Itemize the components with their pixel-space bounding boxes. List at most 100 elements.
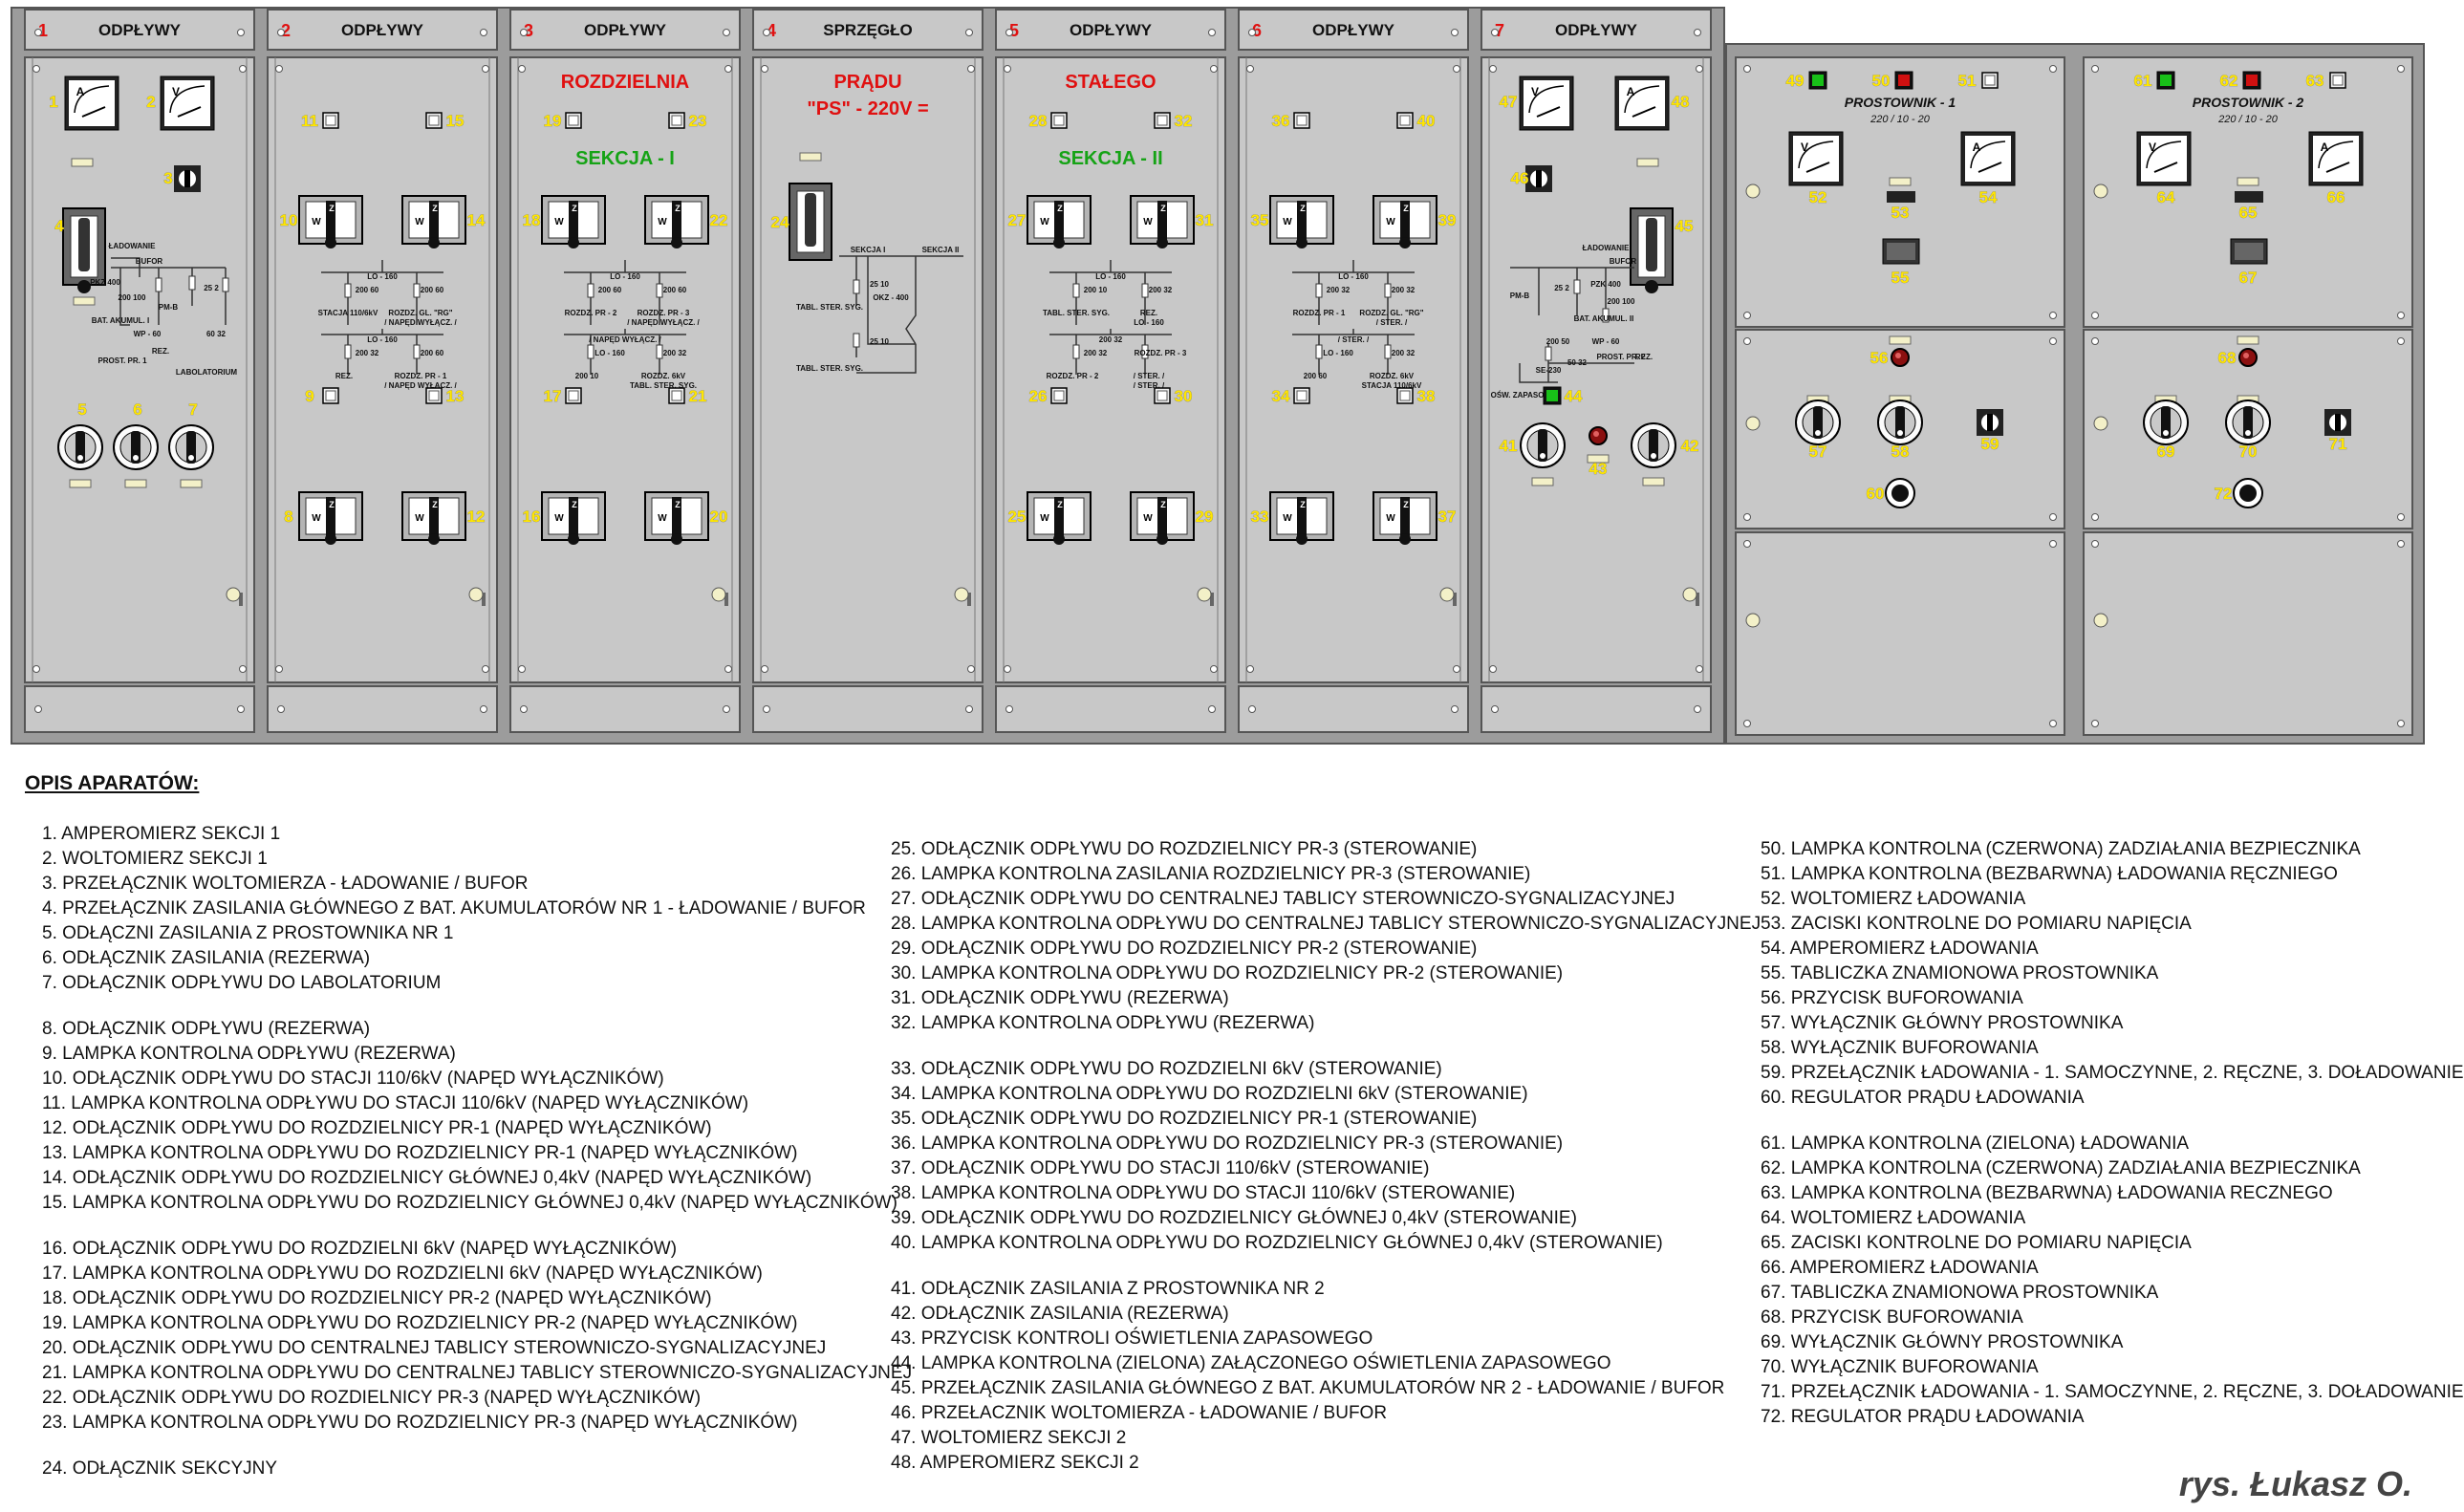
switch-knob: [1296, 533, 1308, 545]
panel-header-title: ODPŁYWY: [1070, 21, 1153, 39]
rotary-handle: [2243, 406, 2253, 439]
device-number: 21: [689, 387, 707, 405]
legend-spacer: [1761, 1111, 2464, 1132]
knob-cap: [1891, 485, 1909, 502]
device-number: 50: [1872, 72, 1891, 90]
meter-scale: [2318, 140, 2354, 169]
lamp-lens: [1053, 115, 1065, 126]
button-shine: [1895, 353, 1901, 358]
switch-knob: [1399, 237, 1411, 248]
legend-item: 68. PRZYCISK BUFOROWANIA: [1761, 1307, 2023, 1328]
screw: [724, 65, 732, 73]
screw: [2397, 337, 2405, 345]
switch-z-mark: Z: [1160, 204, 1166, 213]
legend-item: 3. PRZEŁĄCZNIK WOLTOMIERZA - ŁADOWANIE /…: [42, 874, 529, 894]
schematic-wire: [111, 257, 140, 277]
rotary-dot: [188, 455, 194, 461]
door-lock: [711, 587, 726, 602]
legend-column-2: 25. ODŁĄCZNIK ODPŁYWU DO ROZDZIELNICY PR…: [891, 837, 1761, 1476]
switch-handle: [1297, 201, 1307, 241]
schematic-label: ROZDZ. 6kV: [641, 372, 686, 380]
schematic-label: PM-B: [1510, 292, 1530, 300]
panel-header-title: ODPŁYWY: [1555, 21, 1638, 39]
legend-item: 40. LAMPKA KONTROLNA ODPŁYWU DO ROZDZIEL…: [891, 1233, 1663, 1253]
screw: [763, 705, 770, 713]
switch-knob: [1053, 533, 1065, 545]
schematic-label: WP - 60: [134, 330, 162, 338]
legend-item: 29. ODŁĄCZNIK ODPŁYWU DO ROZDZIELNICY PR…: [891, 939, 1478, 959]
legend-item: 69. WYŁĄCZNIK GŁÓWNY PROSTOWNIKA: [1761, 1332, 2124, 1352]
schematic-label: ŁADOWANIE: [109, 242, 157, 250]
test-terminals: [1887, 191, 1915, 203]
legend-item: 70. WYŁĄCZNIK BUFOROWANIA: [1761, 1357, 2039, 1377]
schematic-label: / NAPĘD WYŁĄCZ. /: [384, 318, 457, 327]
lamp-lens: [1984, 75, 1996, 86]
switch-handle: [569, 497, 578, 537]
schematic-label: LABOLATORIUM: [176, 368, 237, 377]
device-number: 9: [305, 387, 313, 405]
panel-header-title: ODPŁYWY: [341, 21, 424, 39]
schematic-label: 200 100: [1608, 297, 1635, 306]
panel-header: [24, 9, 255, 51]
rotary-handle: [1538, 429, 1547, 462]
panel-door: [1481, 56, 1712, 683]
device-number: 42: [1681, 437, 1699, 455]
switch-z-mark: Z: [675, 500, 681, 509]
schematic-fuse: [1315, 344, 1323, 359]
schematic-label: 200 32: [1392, 286, 1416, 294]
legend-item: 21. LAMPKA KONTROLNA ODPŁYWU DO CENTRALN…: [42, 1363, 913, 1383]
legend-item: 4. PRZEŁĄCZNIK ZASILANIA GŁÓWNEGO Z BAT.…: [42, 898, 866, 918]
switch-z-mark: Z: [432, 204, 438, 213]
screw: [1694, 705, 1701, 713]
device-number: 2: [146, 93, 155, 111]
legend-item: 41. ODŁĄCZNIK ZASILANIA Z PROSTOWNIKA NR…: [891, 1279, 1325, 1299]
changeover-handle: [1646, 218, 1657, 271]
screw: [2397, 540, 2405, 548]
screw: [518, 65, 526, 73]
device-number: 46: [1511, 169, 1529, 187]
screw: [520, 705, 528, 713]
legend-item: 46. PRZEŁACZNIK WOLTOMIERZA - ŁADOWANIE …: [891, 1403, 1388, 1423]
switch-handle: [326, 497, 335, 537]
schematic-label: ROZDZ. GL. "RG": [1359, 309, 1423, 317]
lamp-lens: [1546, 390, 1558, 401]
schematic-fuse: [1141, 344, 1149, 359]
device-number: 26: [1029, 387, 1048, 405]
legend-item: 38. LAMPKA KONTROLNA ODPŁYWU DO STACJI 1…: [891, 1183, 1516, 1203]
switch-z-mark: Z: [572, 204, 577, 213]
schematic-fuse: [344, 283, 352, 298]
schematic-label: ROZDZ. PR - 3: [638, 309, 690, 317]
schematic-label: OKZ - 400: [873, 293, 909, 302]
schematic-label: STACJA 110/6kV: [318, 309, 378, 317]
device-number: 31: [1196, 211, 1214, 229]
changeover-handle: [805, 193, 816, 247]
schematic-label: 200 10: [575, 372, 599, 380]
meter-needle: [1805, 162, 1830, 173]
label-plate: [1642, 477, 1665, 486]
device-number: 66: [2327, 188, 2345, 206]
panel-door: [995, 56, 1226, 683]
schematic-label: LO - 160: [367, 335, 398, 344]
schematic-fuse: [413, 283, 421, 298]
legend-item: 72. REGULATOR PRĄDU ŁADOWANIA: [1761, 1407, 2085, 1427]
device-number: 4: [54, 217, 64, 235]
device-number: 63: [2306, 72, 2324, 90]
switch-knob: [1399, 533, 1411, 545]
lamp-lens: [568, 390, 579, 401]
panel-door: [267, 56, 498, 683]
screw: [1453, 665, 1460, 673]
legend-item: 1. AMPEROMIERZ SEKCJI 1: [42, 824, 281, 844]
legend-item: 14. ODŁĄCZNIK ODPŁYWU DO ROZDZIELNICY GŁ…: [42, 1168, 812, 1188]
schematic-label: 200 60: [421, 286, 444, 294]
schematic-fuse: [155, 277, 162, 292]
schematic-label: PZK 400: [1590, 280, 1621, 289]
schematic-fuse: [1545, 346, 1552, 361]
device-number: 20: [710, 508, 728, 526]
label-plate: [2237, 335, 2259, 345]
schematic-fuse: [1573, 279, 1581, 294]
